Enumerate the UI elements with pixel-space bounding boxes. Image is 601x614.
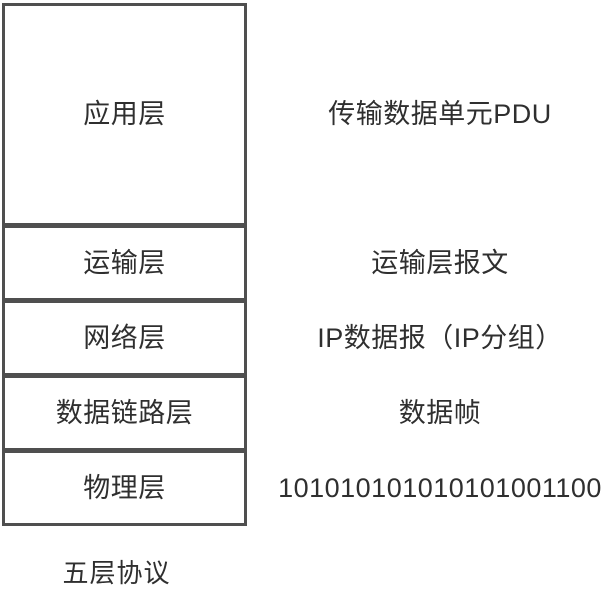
pdu-label-physical: 101010101010101001100 — [278, 451, 601, 526]
pdu-label-application: 传输数据单元PDU — [280, 3, 600, 226]
layer-box-physical: 物理层 — [2, 450, 247, 526]
pdu-text-datalink: 数据帧 — [398, 398, 482, 428]
layer-box-transport: 运输层 — [2, 225, 247, 301]
layer-label-datalink: 数据链路层 — [55, 397, 194, 428]
diagram-caption: 五层协议 — [62, 558, 171, 588]
layer-box-stack: 应用层 运输层 网络层 数据链路层 物理层 — [2, 3, 247, 526]
pdu-text-transport: 运输层报文 — [371, 248, 509, 278]
layer-label-network: 网络层 — [83, 322, 166, 353]
pdu-label-transport: 运输层报文 — [280, 226, 600, 301]
pdu-text-application: 传输数据单元PDU — [328, 99, 552, 129]
layer-label-transport: 运输层 — [83, 247, 166, 278]
layer-label-application: 应用层 — [83, 99, 166, 129]
layer-box-datalink: 数据链路层 — [2, 375, 247, 451]
layer-box-application: 应用层 — [2, 3, 247, 226]
layer-box-network: 网络层 — [2, 300, 247, 376]
pdu-text-network: IP数据报（IP分组） — [317, 323, 563, 353]
pdu-text-physical: 101010101010101001100 — [278, 473, 601, 503]
layer-label-physical: 物理层 — [83, 472, 166, 503]
pdu-label-column: 传输数据单元PDU 运输层报文 IP数据报（IP分组） 数据帧 10101010… — [278, 3, 601, 526]
pdu-label-datalink: 数据帧 — [280, 376, 600, 451]
pdu-label-network: IP数据报（IP分组） — [280, 301, 600, 376]
